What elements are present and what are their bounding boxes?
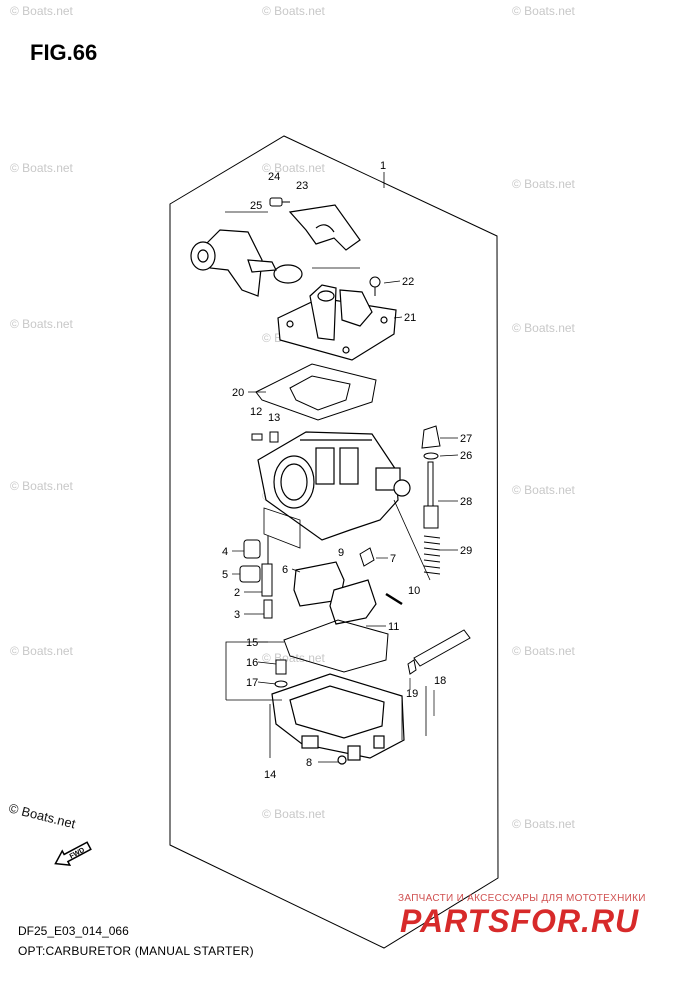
callout-3: 3 (234, 609, 240, 621)
callout-15: 15 (246, 637, 258, 649)
watermark: © Boats.net (262, 4, 326, 18)
watermark: © Boats.net (512, 177, 576, 191)
part-21-cover (277, 284, 397, 361)
callout-18: 18 (434, 675, 446, 687)
assembly-outline (169, 135, 499, 949)
watermark: © Boats.net (512, 483, 576, 497)
callout-19: 19 (406, 688, 418, 700)
callout-16: 16 (246, 657, 258, 669)
watermark: © Boats.net (512, 644, 576, 658)
part-18-19 (407, 629, 471, 675)
part-14-float-chamber (271, 673, 405, 765)
watermark: © Boats.net (10, 4, 74, 18)
part-25-housing (190, 211, 303, 297)
callout-10: 10 (408, 585, 420, 597)
callout-17: 17 (246, 677, 258, 689)
watermark: © Boats.net (512, 4, 576, 18)
callout-labels: 1 2 3 4 5 6 7 8 9 10 11 12 13 14 15 16 1… (222, 160, 472, 781)
part-7-9-valve (359, 547, 375, 567)
watermark: © Boats.net (10, 644, 74, 658)
part-10-pin (385, 592, 403, 606)
brand-tagline: ЗАПЧАСТИ И АКСЕССУАРЫ ДЛЯ МОТОТЕХНИКИ (398, 893, 646, 904)
callout-8: 8 (306, 757, 312, 769)
callout-7: 7 (390, 553, 396, 565)
callout-20: 20 (232, 387, 244, 399)
callout-23: 23 (296, 180, 308, 192)
callout-24: 24 (268, 171, 280, 183)
diagram-code: DF25_E03_014_066 (18, 924, 129, 938)
callout-22: 22 (402, 276, 414, 288)
part-23-bracket (288, 204, 361, 251)
part-24-screw (269, 197, 290, 207)
callout-13: 13 (268, 412, 280, 424)
part-26-29-needle (393, 425, 441, 581)
fwd-arrow-icon: FWD (54, 841, 92, 866)
callout-14: 14 (264, 769, 276, 781)
watermark: © Boats.net (262, 161, 326, 175)
leader-lines (232, 280, 459, 763)
callout-6: 6 (282, 564, 288, 576)
diagram-description: OPT:CARBURETOR (MANUAL STARTER) (18, 944, 254, 958)
watermark-dark: © Boats.net (7, 800, 77, 831)
callout-29: 29 (460, 545, 472, 557)
part-16-17 (274, 659, 288, 688)
watermark: © Boats.net (10, 479, 74, 493)
callout-1: 1 (380, 160, 386, 172)
part-12-13-screws (251, 431, 279, 443)
watermark: © Boats.net (10, 161, 74, 175)
callout-28: 28 (460, 496, 472, 508)
watermark: © Boats.net (10, 317, 74, 331)
callout-21: 21 (404, 312, 416, 324)
part-20-gasket (255, 363, 377, 421)
callout-9: 9 (338, 547, 344, 559)
part-15-gasket (283, 619, 389, 673)
callout-4: 4 (222, 546, 228, 558)
callout-11: 11 (388, 621, 399, 633)
fwd-label: FWD (69, 847, 86, 861)
callout-5: 5 (222, 569, 228, 581)
figure-title: FIG.66 (30, 40, 98, 65)
part-22-screw (369, 276, 381, 296)
callout-12: 12 (250, 406, 262, 418)
watermark: © Boats.net (512, 817, 576, 831)
callout-25: 25 (250, 200, 262, 212)
callout-26: 26 (460, 450, 472, 462)
callout-2: 2 (234, 587, 240, 599)
watermark: © Boats.net (262, 651, 326, 665)
carburetor-body (257, 431, 411, 549)
part-6-float (293, 561, 377, 625)
callout-27: 27 (460, 433, 472, 445)
part-jets (239, 536, 273, 619)
watermark: © Boats.net (512, 321, 576, 335)
watermark: © Boats.net (262, 807, 326, 821)
brand-logo: PARTSFOR.RU (400, 903, 640, 939)
